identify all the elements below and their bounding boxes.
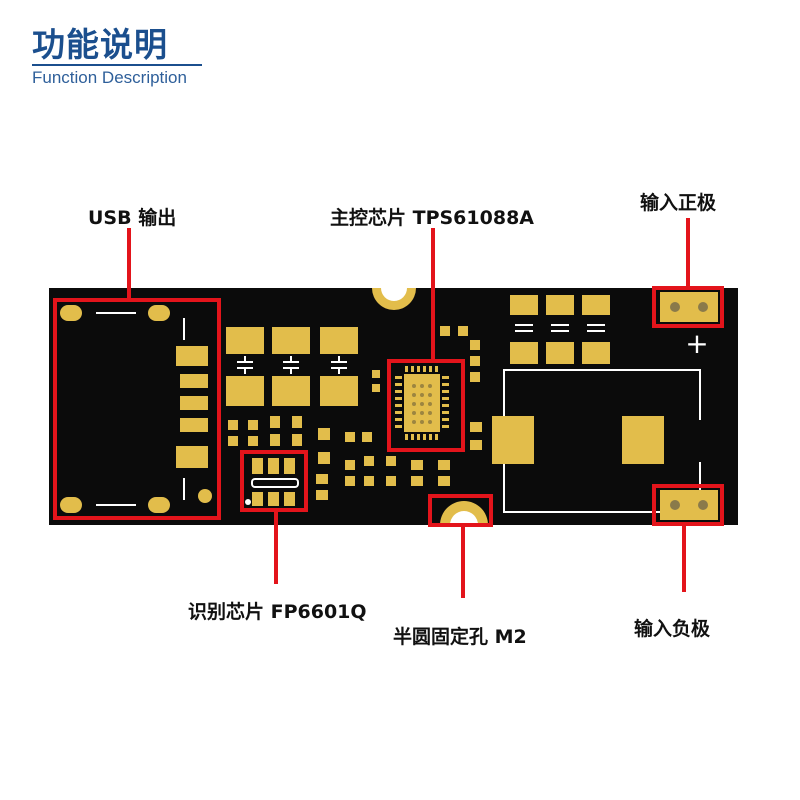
chip-pin: [417, 434, 420, 440]
chip-pin: [395, 404, 402, 407]
chip-pin: [395, 376, 402, 379]
usb-port-region: [60, 305, 212, 513]
top-half-hole: [381, 288, 407, 301]
main-chip-tps61088a: [395, 366, 449, 440]
chip-pin: [442, 418, 449, 421]
chip-pin: [411, 434, 414, 440]
chip-via: [428, 402, 432, 406]
pcb-board: [49, 288, 738, 525]
chip-via: [428, 384, 432, 388]
usb-output-label: USB 输出: [88, 207, 177, 229]
page-subtitle: Function Description: [32, 68, 187, 87]
main-chip-label: 主控芯片 TPS61088A: [330, 207, 534, 229]
chip-pin: [442, 397, 449, 400]
input-negative-label: 输入负极: [634, 618, 711, 640]
input-negative-pad: [660, 490, 718, 520]
chip-pin: [435, 366, 438, 372]
main-chip-highlight-box: [387, 359, 465, 452]
chip-via: [428, 411, 432, 415]
chip-via: [412, 420, 416, 424]
chip-via: [420, 393, 424, 397]
chip-pin: [395, 390, 402, 393]
half-hole-label: 半圆固定孔 M2: [393, 626, 527, 648]
chip-via: [428, 393, 432, 397]
chip-pin: [423, 366, 426, 372]
small-passives: [228, 326, 482, 500]
chip-pin: [405, 366, 408, 372]
chip-pin: [429, 366, 432, 372]
chip-pin: [395, 425, 402, 428]
chip-pin: [442, 390, 449, 393]
input-positive-pad: [660, 292, 718, 322]
chip-pin: [417, 366, 420, 372]
chip-via: [420, 420, 424, 424]
leader-lines: [127, 218, 690, 598]
chip-via: [412, 411, 416, 415]
chip-via: [420, 384, 424, 388]
title-underline: [32, 64, 202, 66]
chip-pin: [395, 411, 402, 414]
chip-via: [420, 411, 424, 415]
output-capacitor-bank: [510, 295, 610, 364]
input-positive-label: 输入正极: [640, 192, 717, 214]
chip-pin: [442, 376, 449, 379]
page-title: 功能说明: [32, 25, 168, 64]
chip-pin: [435, 434, 438, 440]
half-hole-highlight-box: [428, 494, 493, 527]
chip-pin: [395, 418, 402, 421]
capacitor-bank: [226, 327, 358, 406]
usb-highlight-box: [53, 298, 221, 520]
chip-via: [428, 420, 432, 424]
chip-pin: [411, 366, 414, 372]
chip-pin: [423, 434, 426, 440]
id-chip-fp6601q: [245, 458, 299, 506]
chip-pin: [405, 434, 408, 440]
bottom-half-hole: [440, 501, 488, 525]
chip-pin: [395, 397, 402, 400]
chip-pin: [429, 434, 432, 440]
chip-via: [412, 393, 416, 397]
chip-pin: [442, 404, 449, 407]
chip-via: [412, 384, 416, 388]
plus-silkscreen: +: [685, 327, 708, 360]
chip-pin: [442, 383, 449, 386]
input-negative-highlight-box: [652, 484, 724, 526]
chip-pin: [442, 425, 449, 428]
id-chip-label: 识别芯片 FP6601Q: [188, 601, 367, 623]
chip-via: [412, 402, 416, 406]
chip-via: [420, 402, 424, 406]
chip-pin: [395, 383, 402, 386]
chip-pin: [442, 411, 449, 414]
